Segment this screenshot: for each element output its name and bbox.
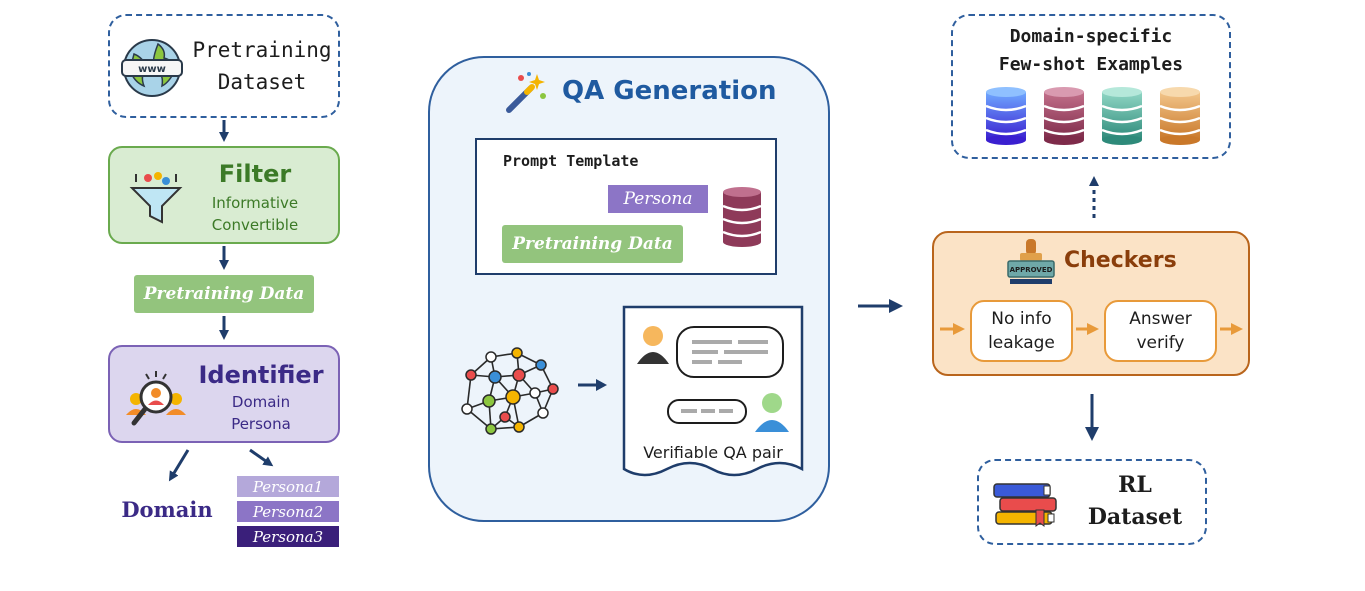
globe-icon: www: [120, 36, 184, 104]
identifier-title: Identifier: [198, 361, 324, 389]
prompt-pretraining-data-tag: Pretraining Data: [502, 225, 683, 263]
pretraining-data-tag: Pretraining Data: [134, 275, 314, 313]
assistant-avatar-icon: [754, 390, 790, 436]
stamp-text: APPROVED: [1010, 266, 1053, 274]
database-icon-orange: [1159, 86, 1201, 150]
filter-informative: Informative: [211, 194, 299, 212]
check2-line2: verify: [1136, 333, 1185, 353]
database-icon-prompt: [722, 186, 762, 252]
few-shot-line1: Domain-specific: [1009, 26, 1173, 47]
check1-line2: leakage: [988, 333, 1055, 353]
books-icon: [992, 478, 1060, 532]
rl-dataset-line2: Dataset: [1087, 504, 1183, 530]
question-bubble: [676, 326, 784, 378]
few-shot-line2: Few-shot Examples: [998, 54, 1184, 75]
check1-line1: No info: [991, 309, 1052, 329]
pretraining-dataset-line2: Dataset: [217, 70, 307, 94]
funnel-icon: [129, 170, 183, 230]
identifier-box: Identifier Domain Persona: [108, 345, 340, 443]
persona-tag: Persona: [608, 185, 708, 213]
user-avatar-icon: [636, 324, 670, 368]
globe-www-text: www: [138, 64, 166, 75]
neural-network-brain-icon: [455, 347, 559, 441]
arrow-identifier-to-domain: [168, 449, 190, 482]
magic-wand-icon: [505, 70, 549, 118]
pretraining-dataset-line1: Pretraining: [192, 38, 332, 62]
rl-dataset-line1: RL: [1118, 472, 1152, 498]
qa-generation-title: QA Generation: [562, 76, 777, 106]
identifier-domain: Domain: [231, 393, 291, 411]
database-icon-maroon: [1043, 86, 1085, 150]
filter-box: Filter Informative Convertible: [108, 146, 340, 244]
checkers-title: Checkers: [1064, 248, 1177, 273]
pretraining-dataset-label: Pretraining Dataset: [186, 30, 338, 102]
arrow-brain-to-qa: [578, 379, 607, 391]
arrow-identifier-to-personas: [249, 448, 274, 467]
persona2-tag: Persona2: [237, 501, 339, 522]
prompt-template-title: Prompt Template: [503, 152, 639, 170]
no-info-leakage-check: No info leakage: [970, 300, 1073, 362]
domain-label: Domain: [121, 497, 213, 522]
database-icon-teal: [1101, 86, 1143, 150]
identifier-persona: Persona: [231, 415, 291, 433]
verifiable-qa-pair-label: Verifiable QA pair: [643, 443, 783, 462]
magnifier-people-icon: [126, 369, 186, 431]
database-icon-blue: [985, 86, 1027, 150]
pretraining-dataset-box: www Pretraining Dataset: [108, 14, 340, 118]
approved-stamp-icon: APPROVED: [1006, 237, 1056, 291]
persona3-tag: Persona3: [237, 526, 339, 547]
answer-bubble: [667, 399, 747, 424]
filter-title: Filter: [218, 160, 292, 188]
filter-convertible: Convertible: [211, 216, 299, 234]
check2-line1: Answer: [1129, 309, 1192, 329]
answer-verify-check: Answer verify: [1104, 300, 1217, 362]
persona1-tag: Persona1: [237, 476, 339, 497]
